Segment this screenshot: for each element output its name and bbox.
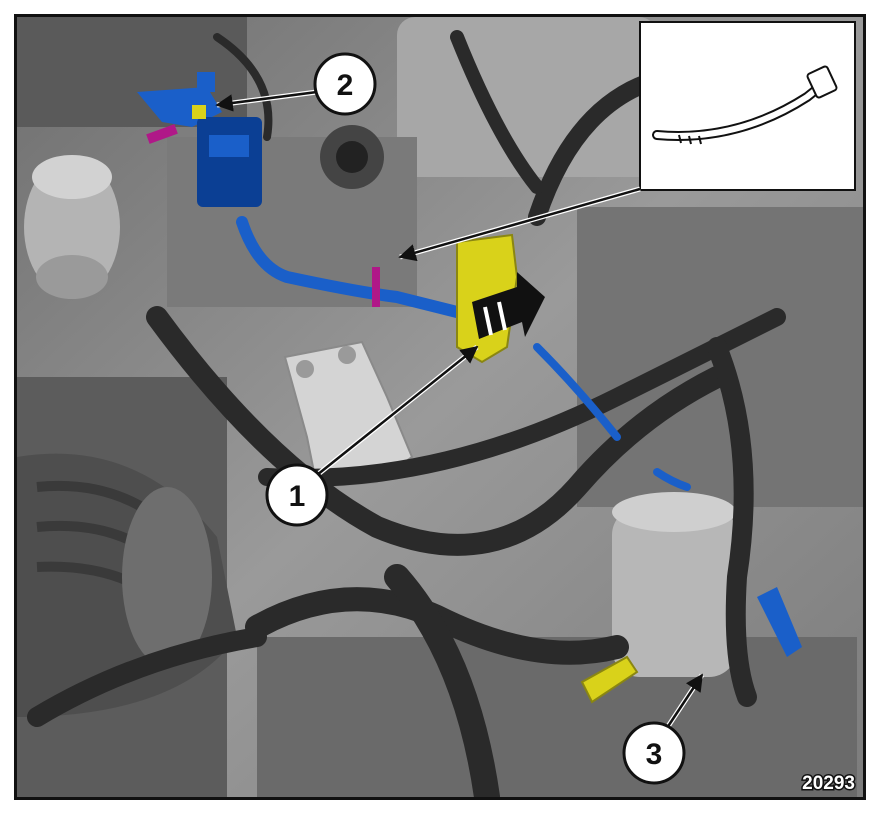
leader-arrows	[215, 90, 704, 741]
diagram-frame: 2 1 3 20293	[14, 14, 866, 800]
figure-reference-number: 20293	[802, 773, 855, 794]
leader-arrow-tie	[398, 187, 641, 262]
mount-bolt	[320, 125, 384, 189]
blue-connector-2	[137, 72, 262, 207]
leader-arrow-2	[215, 90, 318, 112]
leader-arrow-1	[306, 345, 479, 484]
blue-wiring-harness	[236, 216, 691, 491]
callout-1: 1	[265, 463, 329, 527]
removal-direction-arrow	[472, 272, 545, 339]
callout-1-label: 1	[289, 480, 306, 513]
engine-bay-illustration: 2 1 3 20293	[17, 17, 863, 797]
magenta-cable-tie-harness	[372, 267, 380, 307]
blue-connector-right	[757, 587, 802, 657]
callout-2: 2	[313, 52, 377, 116]
coolant-reservoir	[24, 155, 120, 299]
callout-3-label: 3	[646, 738, 663, 771]
fuel-filter-canister	[612, 492, 737, 677]
cable-tie-icon	[652, 65, 838, 145]
callout-2-label: 2	[337, 69, 354, 102]
callout-3: 3	[622, 721, 686, 785]
magenta-tie-connector	[146, 124, 178, 144]
cable-tie-inset	[639, 21, 856, 191]
yellow-clip-3	[580, 655, 639, 704]
